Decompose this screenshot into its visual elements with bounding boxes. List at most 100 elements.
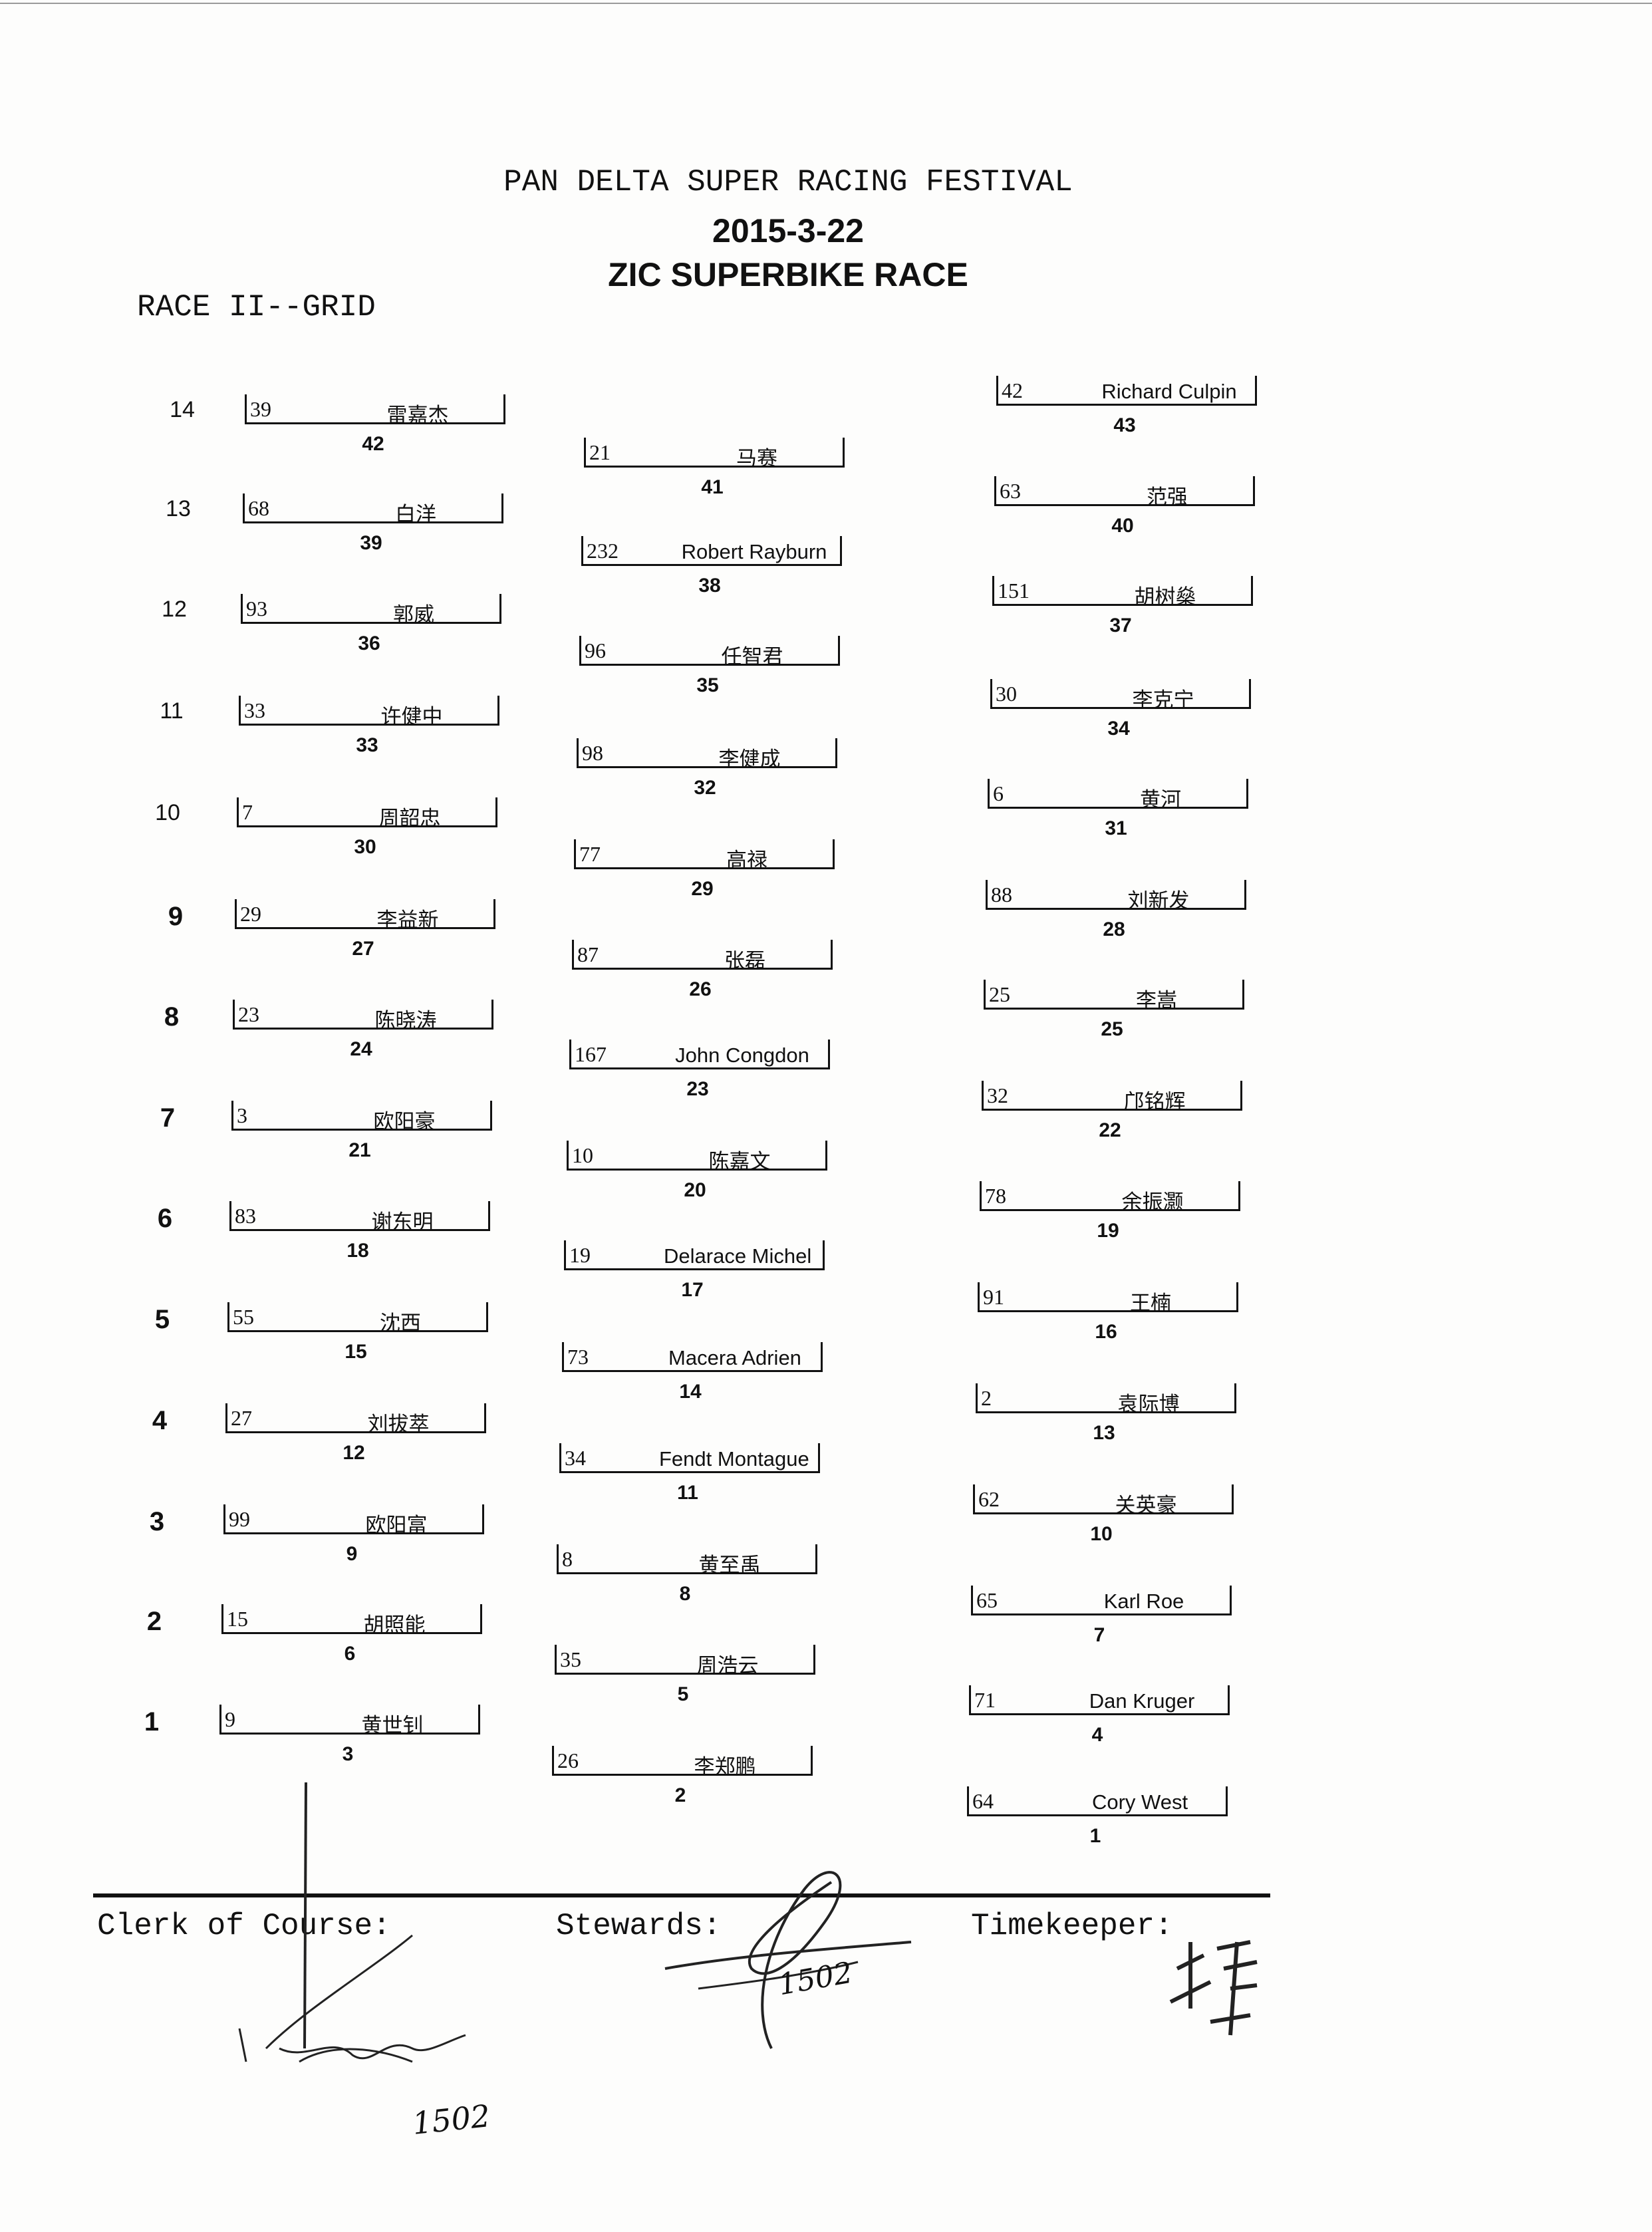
- grid-row-number: 11: [160, 698, 184, 724]
- grid-slot-box: [967, 1786, 1228, 1816]
- grid-position: 6: [344, 1643, 356, 1665]
- grid-position: 14: [679, 1381, 702, 1403]
- grid-slot-box: [984, 980, 1244, 1010]
- bike-number: 15: [227, 1607, 248, 1631]
- grid-position: 21: [348, 1139, 371, 1161]
- grid-position: 10: [1090, 1523, 1113, 1545]
- bike-number: 3: [237, 1103, 247, 1127]
- grid-row-number: 8: [164, 1002, 180, 1032]
- grid-position: 41: [701, 476, 724, 498]
- rider-name: 刘新发: [1127, 889, 1190, 912]
- grid-position: 7: [1093, 1624, 1105, 1646]
- rider-name: 张磊: [724, 949, 765, 972]
- grid-slot-box: [559, 1443, 820, 1473]
- grid-slot-box: [978, 1282, 1238, 1312]
- grid-position: 37: [1109, 615, 1132, 636]
- grid-position: 1: [1089, 1825, 1101, 1847]
- bike-number: 77: [579, 842, 601, 866]
- bike-number: 19: [569, 1243, 591, 1267]
- bike-number: 62: [978, 1487, 1000, 1511]
- grid-slot-box: [557, 1544, 817, 1574]
- grid-row-number: 7: [160, 1103, 176, 1133]
- rider-name: 许健中: [380, 705, 443, 728]
- grid-row-number: 10: [155, 800, 180, 825]
- rider-name: 黄世钊: [361, 1714, 424, 1737]
- grid-slot-box: [996, 376, 1257, 406]
- grid-position: 43: [1113, 414, 1136, 436]
- grid-position: 3: [342, 1743, 354, 1765]
- grid-slot-box: [577, 738, 837, 768]
- grid-position: 19: [1097, 1220, 1119, 1242]
- grid-position: 38: [698, 575, 721, 597]
- rider-name: Richard Culpin: [1101, 380, 1237, 403]
- signature-divider: [93, 1893, 1270, 1897]
- grid-slot-box: [572, 940, 833, 970]
- grid-slot-box: [243, 493, 503, 523]
- grid-position: 36: [358, 632, 380, 654]
- rider-name: 雷嘉杰: [386, 404, 449, 427]
- rider-name: 李嵩: [1136, 989, 1177, 1012]
- rider-name: 谢东明: [371, 1210, 434, 1234]
- grid-position: 27: [352, 938, 374, 960]
- grid-position: 18: [346, 1240, 369, 1262]
- grid-slot-box: [969, 1685, 1230, 1715]
- grid-position: 15: [344, 1341, 367, 1363]
- grid-slot-box: [574, 839, 835, 869]
- grid-row-number: 13: [166, 496, 191, 521]
- grid-slot-box: [241, 594, 501, 624]
- grid-position: 40: [1111, 515, 1134, 537]
- grid-slot-box: [223, 1504, 484, 1534]
- bike-number: 68: [248, 496, 269, 520]
- bike-number: 78: [985, 1184, 1006, 1208]
- grid-slot-box: [971, 1586, 1232, 1615]
- bike-number: 33: [244, 698, 265, 722]
- bike-number: 7: [242, 800, 253, 824]
- bike-number: 21: [589, 440, 611, 464]
- grid-position: 16: [1095, 1321, 1117, 1343]
- grid-position: 25: [1101, 1018, 1123, 1040]
- grid-slot-box: [229, 1201, 490, 1231]
- grid-slot-box: [579, 636, 840, 666]
- bike-number: 27: [231, 1406, 252, 1430]
- event-date: 2015-3-22: [712, 212, 864, 249]
- grid-position: 33: [356, 734, 378, 756]
- grid-row-number: 6: [157, 1204, 173, 1233]
- bike-number: 91: [983, 1285, 1004, 1309]
- bike-number: 96: [585, 638, 606, 662]
- clerk-signature: [238, 1782, 466, 2063]
- grid-slot-box: [980, 1181, 1240, 1211]
- bike-number: 32: [987, 1083, 1008, 1107]
- rider-name: 周浩云: [696, 1654, 759, 1677]
- bike-number: 83: [235, 1204, 256, 1228]
- rider-name: Cory West: [1091, 1790, 1188, 1814]
- grid-slot-box: [239, 696, 499, 726]
- rider-name: 白洋: [395, 503, 436, 526]
- rider-name: Robert Rayburn: [681, 540, 827, 563]
- rider-name: Karl Roe: [1103, 1590, 1184, 1613]
- grid-row-number: 4: [152, 1406, 168, 1435]
- rider-name: 袁际博: [1117, 1393, 1180, 1416]
- grid-position: 26: [689, 978, 712, 1000]
- grid-row-number: 9: [168, 902, 184, 931]
- grid-slot-box: [982, 1081, 1242, 1111]
- grid-slot-box: [990, 679, 1251, 709]
- grid-slot-box: [584, 438, 845, 468]
- bike-number: 71: [974, 1688, 996, 1712]
- bike-number: 35: [560, 1647, 581, 1671]
- grid-position: 20: [684, 1179, 706, 1201]
- stewards-signature: [664, 1871, 912, 2049]
- bike-number: 88: [991, 883, 1012, 907]
